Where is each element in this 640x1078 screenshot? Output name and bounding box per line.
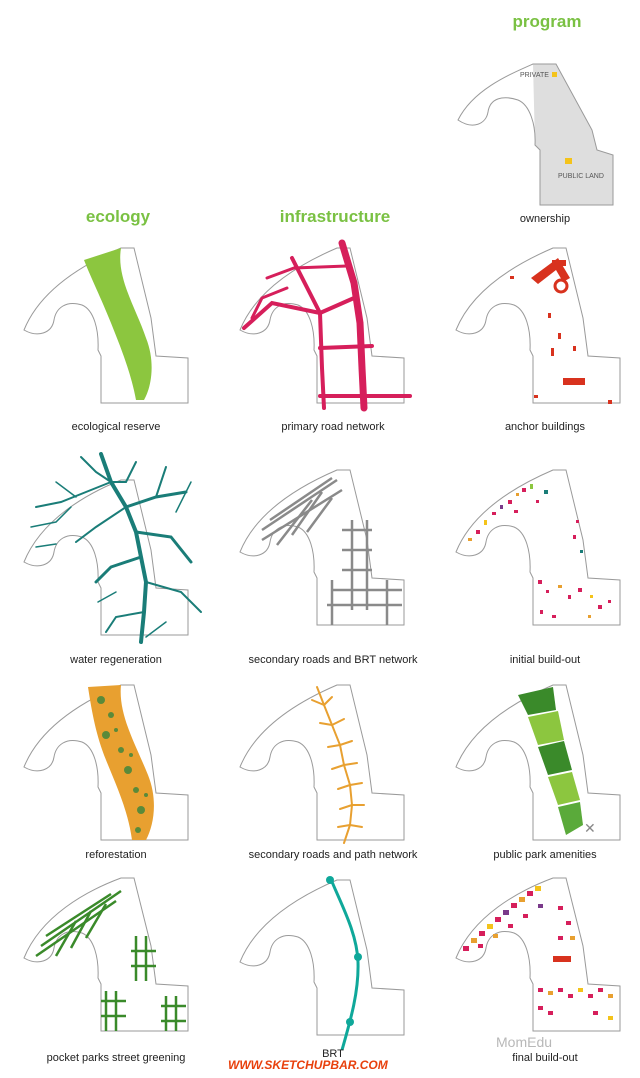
caption-public-park-amenities: public park amenities — [493, 849, 597, 861]
caption-primary-road-network: primary road network — [281, 421, 385, 433]
diagram-pocket-parks — [16, 876, 216, 1076]
caption-secondary-roads-path: secondary roads and path network — [248, 849, 418, 861]
diagram-brt — [232, 872, 432, 1072]
park-zones — [518, 687, 583, 835]
diagram-secondary-roads-path — [232, 675, 432, 875]
caption-initial-build-out: initial build-out — [509, 654, 581, 666]
water-network — [30, 452, 202, 644]
caption-ecological-reserve: ecological reserve — [71, 421, 161, 433]
diagram-ownership: PRIVATE PUBLIC LAND — [448, 40, 640, 240]
private-label: PRIVATE — [520, 72, 549, 79]
watermark: WWW.SKETCHUPBAR.COM — [228, 1058, 388, 1072]
diagram-ecological-reserve — [16, 238, 216, 438]
initial-buildings — [468, 484, 611, 618]
diagram-initial-build-out — [448, 460, 640, 660]
caption-brt: BRT — [322, 1048, 344, 1060]
secondary-road-grid — [261, 476, 402, 625]
close-icon: ✕ — [584, 821, 596, 837]
caption-pocket-parks: pocket parks street greening — [46, 1052, 186, 1064]
public-land-label: PUBLIC LAND — [558, 173, 604, 180]
brt-stop — [346, 1018, 354, 1026]
diagram-primary-road-network — [232, 238, 432, 438]
path-network — [311, 686, 365, 844]
anchor-building-footprints — [510, 258, 612, 404]
forest-band — [88, 685, 154, 840]
diagram-anchor-buildings — [448, 238, 640, 438]
private-parcel — [552, 72, 557, 77]
brt-stop — [326, 876, 334, 884]
tree-clusters — [97, 696, 148, 833]
primary-roads — [242, 239, 412, 412]
caption-secondary-roads-brt: secondary roads and BRT network — [248, 654, 418, 666]
caption-final-build-out: final build-out — [512, 1052, 578, 1064]
logo-text: MomEdu — [496, 1034, 553, 1050]
caption-anchor-buildings: anchor buildings — [504, 421, 586, 433]
brt-stop — [354, 953, 362, 961]
green-corridor — [84, 248, 152, 400]
diagram-public-park-amenities: ✕ — [448, 675, 640, 875]
logo-mark: MomEdu — [496, 1034, 552, 1050]
final-buildings — [463, 886, 613, 1020]
column-heading-infrastructure: infrastructure — [279, 207, 391, 226]
diagram-secondary-roads-brt — [232, 460, 432, 660]
brt-line — [328, 876, 360, 1051]
column-heading-program: program — [512, 12, 582, 31]
diagram-final-build-out — [448, 876, 640, 1076]
diagram-water-regeneration — [16, 452, 216, 652]
street-greening — [35, 889, 186, 1031]
caption-reforestation: reforestation — [85, 849, 147, 861]
diagram-reforestation — [16, 675, 216, 875]
caption-water-regeneration: water regeneration — [70, 654, 162, 666]
caption-ownership: ownership — [519, 213, 571, 225]
public-parcel — [565, 158, 572, 164]
column-heading-ecology: ecology — [85, 207, 151, 226]
